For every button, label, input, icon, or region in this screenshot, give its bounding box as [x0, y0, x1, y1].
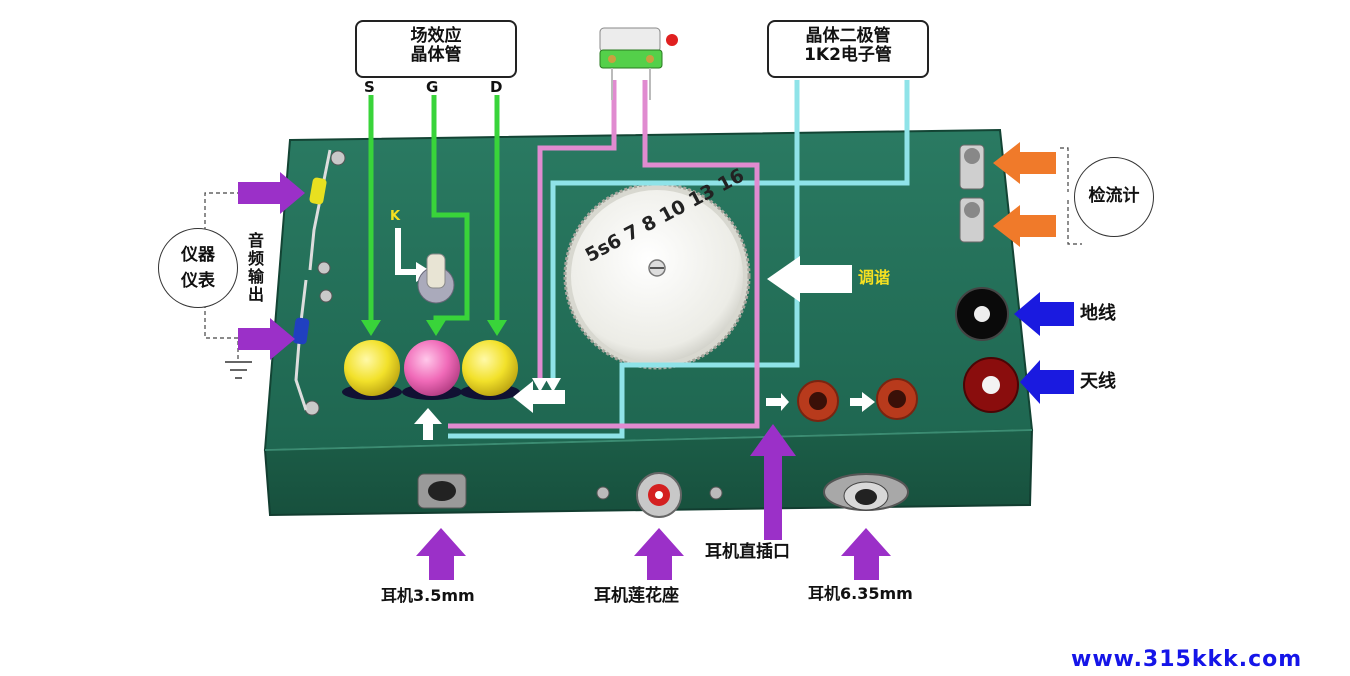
key-k-label: K [390, 209, 401, 224]
crystal-lines [448, 80, 760, 429]
galvanometer-bracket [1060, 147, 1082, 245]
galvanometer-circle: 检流计 [1074, 157, 1154, 237]
pin-d-label: D [490, 78, 503, 96]
antenna-label: 天线 [1080, 371, 1116, 392]
fet-pin-lines [368, 95, 500, 325]
crystal-detector [599, 27, 678, 100]
earphone-635-label: 耳机6.35mm [808, 584, 913, 603]
website-label: www.315kkk.com [1071, 647, 1303, 672]
diode-arrow-heads [545, 378, 561, 392]
instrument-line2: 仪表 [181, 271, 215, 291]
audio-out-char2: 频 [247, 249, 264, 268]
earphone-35-label: 耳机3.5mm [381, 586, 475, 605]
front-jacks [417, 472, 909, 518]
diode-label-line1: 晶体二极管 [805, 26, 891, 46]
white-arrow-icon [414, 256, 875, 440]
red-jacks [797, 378, 918, 422]
audio-output-leads [292, 149, 346, 416]
audio-out-char1: 音 [247, 231, 264, 250]
earphone-rca-label: 耳机莲花座 [594, 586, 679, 606]
purple-arrow-icon [238, 172, 305, 360]
diode-label-line2: 1K2电子管 [804, 45, 892, 65]
ground-label: 地线 [1080, 303, 1116, 324]
orange-arrow-icon [993, 142, 1056, 247]
fet-label-line2: 晶体管 [410, 45, 462, 65]
instrument-line1: 仪器 [181, 245, 215, 265]
earphone-direct-label: 耳机直插口 [705, 542, 790, 562]
instrument-bracket [204, 192, 262, 362]
fet-label-line1: 场效应 [410, 26, 462, 46]
instrument-circle: 仪器 仪表 [158, 228, 238, 308]
audio-out-char3: 输 [247, 267, 264, 286]
fet-buttons [342, 340, 520, 400]
ground-symbol-icon [225, 361, 252, 379]
purple-arrow-icon [416, 424, 891, 580]
galvanometer-terminals [959, 144, 985, 243]
audio-out-char4: 出 [247, 285, 264, 304]
key-k-switch [395, 228, 455, 304]
fet-label-box: 场效应 晶体管 [355, 20, 517, 78]
pin-g-label: G [426, 78, 439, 96]
tuning-label: 调谐 [858, 268, 891, 287]
crystal-arrow-heads [532, 378, 548, 392]
blue-arrow-icon [1014, 292, 1074, 404]
pin-s-label: S [364, 78, 375, 96]
audio-out-label: 音 频 输 出 [245, 232, 267, 304]
ground-antenna-posts [955, 287, 1019, 413]
galvanometer-label: 检流计 [1088, 186, 1140, 206]
fet-arrow-heads [361, 320, 507, 336]
diode-label-box: 晶体二极管 1K2电子管 [767, 20, 929, 78]
